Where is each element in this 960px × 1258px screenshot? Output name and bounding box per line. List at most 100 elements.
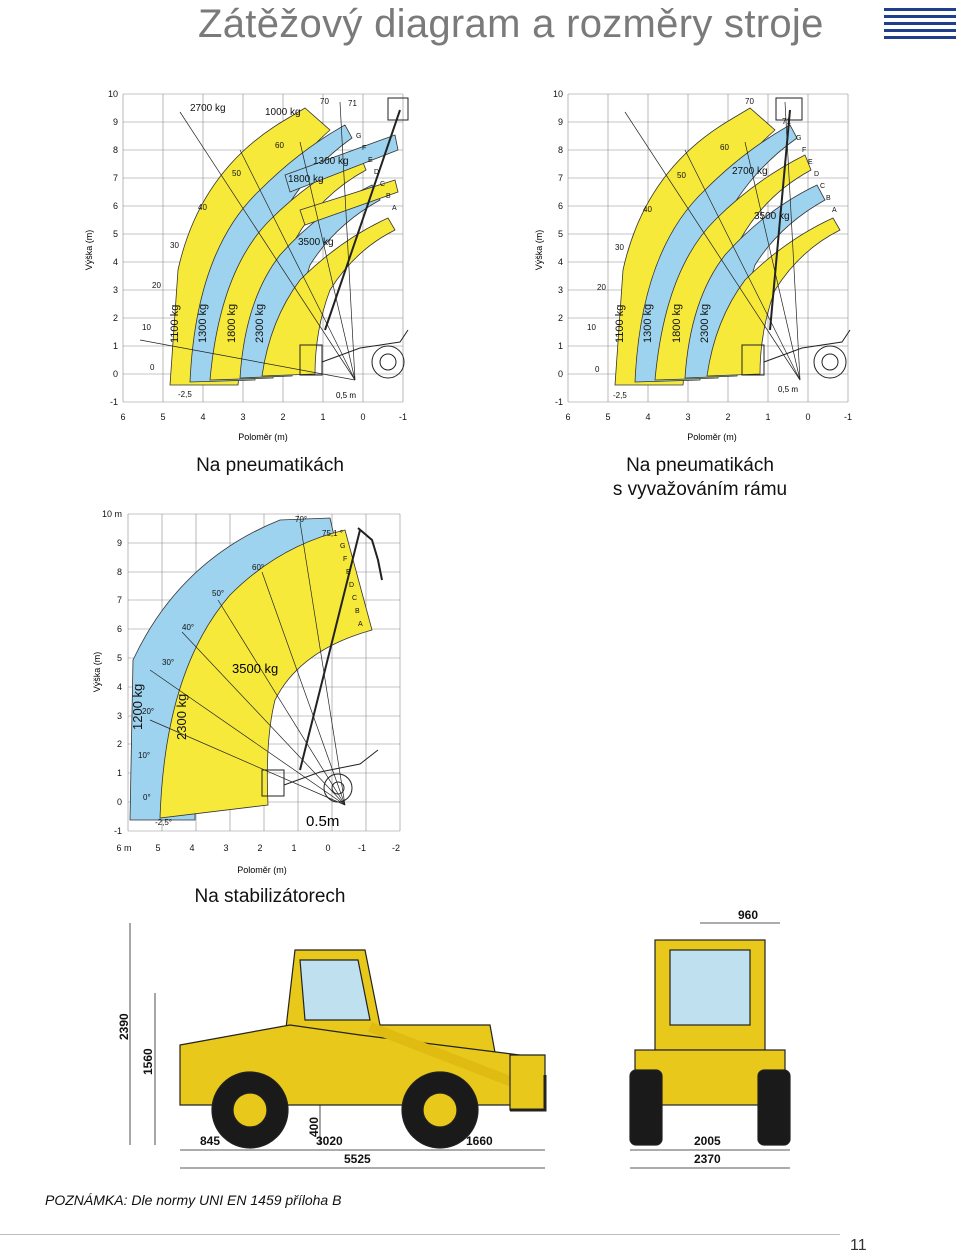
y-tick: 10 m	[102, 509, 122, 519]
ext-letter: B	[826, 195, 831, 202]
load-label: 3500 kg	[754, 211, 790, 222]
x-tick: -2	[392, 843, 400, 853]
angle-label: 70	[745, 97, 754, 106]
angle-labels: 75,1 ° 70° 60° 50° 40° 30° 20° 10° 0° -2…	[138, 515, 343, 827]
angle-label: 71	[782, 117, 791, 126]
angle-label: 40°	[182, 623, 194, 632]
x-tick: 2	[280, 412, 285, 422]
y-tick: 4	[117, 682, 122, 692]
angle-label: 0	[595, 365, 600, 374]
offset-label: 0.5m	[306, 813, 339, 830]
y-tick: 2	[558, 313, 563, 323]
angle-label: 20°	[142, 707, 154, 716]
angle-label: 40	[198, 203, 207, 212]
dim-label: 2390	[117, 1013, 131, 1040]
ext-letter: A	[832, 207, 837, 214]
x-tick: 5	[605, 412, 610, 422]
footer-bar	[0, 1234, 840, 1235]
angle-label: 30	[615, 243, 624, 252]
angle-label: -2,5	[613, 391, 627, 400]
ext-letter: D	[374, 169, 379, 176]
y-axis-label: Výška (m)	[534, 230, 544, 271]
x-tick: -1	[399, 412, 407, 422]
y-tick: 7	[558, 173, 563, 183]
x-tick: 4	[200, 412, 205, 422]
angle-labels: 71 70 60 50 40 30 20 10 0 -2,5	[142, 97, 357, 399]
ext-letter: D	[814, 171, 819, 178]
offset-label: 0,5 m	[778, 385, 798, 394]
load-label: 1300 kg	[313, 156, 349, 167]
x-tick: 3	[685, 412, 690, 422]
x-tick: 5	[160, 412, 165, 422]
y-ticks: 10 9 8 7 6 5 4 3 2 1 0 -1	[108, 89, 118, 407]
y-tick: 0	[117, 797, 122, 807]
x-tick: 0	[360, 412, 365, 422]
dim-label: 2370	[694, 1152, 721, 1166]
x-tick: 2	[257, 843, 262, 853]
ext-letter: C	[820, 183, 825, 190]
angle-rays	[149, 521, 346, 806]
x-tick: 0	[805, 412, 810, 422]
ext-letter: E	[368, 157, 373, 164]
y-tick: 8	[113, 145, 118, 155]
y-tick: -1	[110, 397, 118, 407]
load-label: 2700 kg	[190, 103, 226, 114]
angle-label: 60	[720, 143, 729, 152]
y-tick: 5	[117, 653, 122, 663]
x-tick: 6	[565, 412, 570, 422]
angle-label: 10	[142, 323, 151, 332]
caption-line: Na pneumatikách	[626, 455, 774, 476]
machine-silhouette	[261, 527, 383, 803]
angle-label: 50°	[212, 589, 224, 598]
x-tick: 4	[645, 412, 650, 422]
x-tick: 3	[240, 412, 245, 422]
y-tick: 9	[113, 117, 118, 127]
y-tick: 6	[558, 201, 563, 211]
x-tick: 3	[223, 843, 228, 853]
y-tick: 7	[113, 173, 118, 183]
load-labels: 2700 kg 3500 kg	[732, 166, 790, 222]
angle-label: 70°	[295, 515, 307, 524]
angle-label: 20	[152, 281, 161, 290]
standard-note: POZNÁMKA: Dle normy UNI EN 1459 příloha …	[45, 1192, 342, 1208]
load-label: 1800 kg	[671, 304, 683, 343]
ext-letter: A	[392, 205, 397, 212]
angle-label: 20	[597, 283, 606, 292]
x-tick: 1	[765, 412, 770, 422]
y-ticks: 10 m 9 8 7 6 5 4 3 2 1 0 -1	[102, 509, 122, 836]
x-tick: 1	[320, 412, 325, 422]
load-label: 1100 kg	[169, 305, 181, 343]
x-tick: 0	[325, 843, 330, 853]
y-tick: 1	[558, 341, 563, 351]
y-ticks: 10 9 8 7 6 5 4 3 2 1 0 -1	[553, 89, 563, 407]
dim-label: 3020	[316, 1134, 343, 1148]
load-label: 1800 kg	[226, 304, 238, 343]
ext-letter: A	[358, 621, 363, 628]
dim-label: 1560	[141, 1048, 155, 1075]
x-ticks: 6 5 4 3 2 1 0 -1	[565, 412, 852, 422]
ext-letter: F	[362, 145, 366, 152]
y-tick: 5	[558, 229, 563, 239]
ext-letter: E	[346, 569, 351, 576]
x-tick: -1	[844, 412, 852, 422]
y-tick: 4	[558, 257, 563, 267]
angle-label: 30°	[162, 658, 174, 667]
ext-letter: C	[352, 595, 357, 602]
angle-rays	[139, 101, 356, 381]
load-label: 1100 kg	[614, 305, 626, 343]
page-number: 11	[850, 1237, 867, 1254]
y-tick: 2	[113, 313, 118, 323]
load-label: 3500 kg	[298, 237, 334, 248]
y-tick: 10	[553, 89, 563, 99]
ext-letter: D	[349, 582, 354, 589]
angle-label: -2,5	[178, 390, 192, 399]
x-axis-label: Poloměr (m)	[687, 432, 737, 442]
dimension-labels: 2390 1560 400 845 3020 1660 5525 2005 23…	[117, 908, 758, 1166]
angle-label: 75,1 °	[322, 529, 343, 538]
ext-letter: C	[380, 181, 385, 188]
x-tick: 5	[155, 843, 160, 853]
load-labels-vertical: 1200 kg 2300 kg	[130, 684, 189, 740]
load-label: 2300 kg	[699, 304, 711, 343]
dim-label: 400	[307, 1117, 321, 1137]
y-tick: 5	[113, 229, 118, 239]
